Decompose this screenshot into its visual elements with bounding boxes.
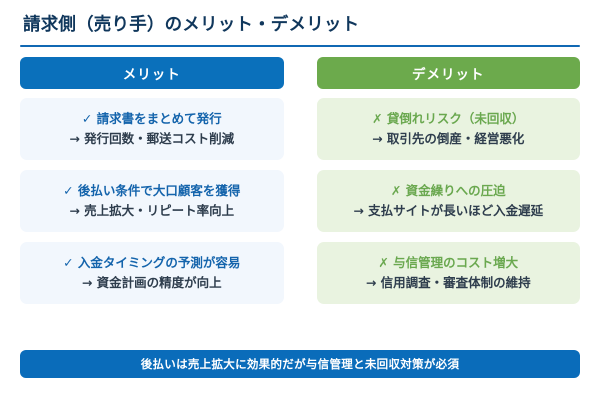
column-header-demerit: デメリット	[316, 57, 580, 90]
demerit-card-headline: ✗ 資金繰りへの圧迫	[390, 183, 506, 199]
demerit-card-headline: ✗ 貸倒れリスク（未回収）	[372, 111, 525, 127]
demerit-card: ✗ 貸倒れリスク（未回収） → 取引先の倒産・経営悪化	[316, 98, 580, 161]
title-block: 請求側（売り手）のメリット・デメリット	[20, 0, 580, 48]
merit-card: ✓ 請求書をまとめて発行 → 発行回数・郵送コスト削減	[20, 98, 284, 161]
merit-card-headline: ✓ 請求書をまとめて発行	[81, 111, 222, 127]
merit-card-detail: → 売上拡大・リピート率向上	[69, 203, 235, 219]
comparison-grid: ✓ 請求書をまとめて発行 → 発行回数・郵送コスト削減 ✗ 貸倒れリスク（未回収…	[20, 98, 580, 305]
summary-banner: 後払いは売上拡大に効果的だが与信管理と未回収対策が必須	[20, 350, 580, 378]
demerit-card-detail: → 信用調査・審査体制の維持	[365, 275, 531, 291]
merit-card-headline: ✓ 入金タイミングの予測が容易	[63, 255, 241, 271]
column-header-merit-label: メリット	[122, 67, 181, 84]
demerit-card-headline: ✗ 与信管理のコスト増大	[378, 255, 519, 271]
page-title: 請求側（売り手）のメリット・デメリット	[23, 15, 360, 35]
demerit-card: ✗ 資金繰りへの圧迫 → 支払サイトが長いほど入金遅延	[316, 170, 580, 233]
comparison-row: ✓ 入金タイミングの予測が容易 → 資金計画の精度が向上 ✗ 与信管理のコスト増…	[20, 242, 580, 305]
merit-card-detail: → 発行回数・郵送コスト削減	[69, 131, 235, 147]
column-header-demerit-label: デメリット	[412, 67, 485, 84]
comparison-row: ✓ 請求書をまとめて発行 → 発行回数・郵送コスト削減 ✗ 貸倒れリスク（未回収…	[20, 98, 580, 161]
summary-banner-text: 後払いは売上拡大に効果的だが与信管理と未回収対策が必須	[140, 357, 460, 371]
demerit-card: ✗ 与信管理のコスト増大 → 信用調査・審査体制の維持	[316, 242, 580, 305]
merit-card: ✓ 入金タイミングの予測が容易 → 資金計画の精度が向上	[20, 242, 284, 305]
demerit-card-detail: → 取引先の倒産・経営悪化	[372, 131, 525, 147]
merit-card: ✓ 後払い条件で大口顧客を獲得 → 売上拡大・リピート率向上	[20, 170, 284, 233]
merit-card-headline: ✓ 後払い条件で大口顧客を獲得	[63, 183, 241, 199]
column-header-merit: メリット	[20, 57, 284, 90]
column-headers: メリット デメリット	[20, 57, 580, 90]
merit-card-detail: → 資金計画の精度が向上	[81, 275, 222, 291]
demerit-card-detail: → 支払サイトが長いほど入金遅延	[353, 203, 544, 219]
comparison-row: ✓ 後払い条件で大口顧客を獲得 → 売上拡大・リピート率向上 ✗ 資金繰りへの圧…	[20, 170, 580, 233]
title-divider	[20, 44, 580, 48]
